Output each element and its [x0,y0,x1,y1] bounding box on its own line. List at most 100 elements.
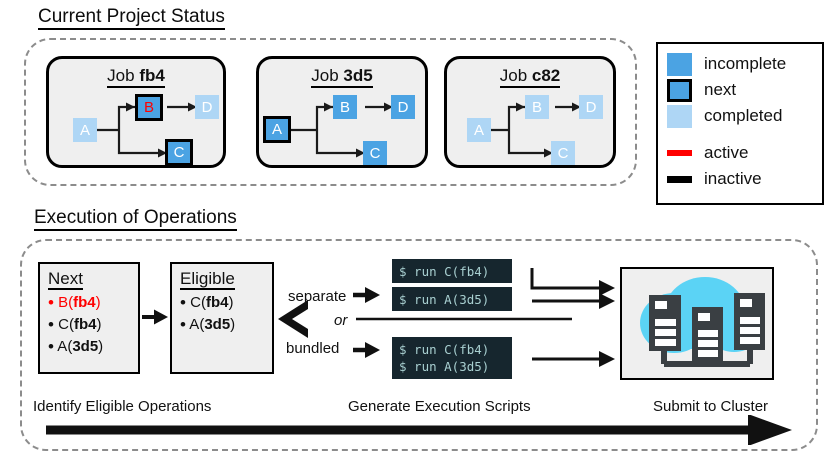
job-card-c82[interactable]: Job c82 A B C D [444,56,616,168]
node-label: A [473,121,484,139]
job-fb4-node-C[interactable]: C [165,139,193,166]
eligible-list-item[interactable]: • A(3d5) [180,315,272,334]
paren-open: ( [67,338,73,355]
node-label: A [271,121,282,138]
job-title-fb4: Job fb4 [107,66,165,88]
branch-label-separate: separate [288,288,347,305]
bullet-icon: • [48,315,54,334]
bullet-icon: • [180,293,186,312]
node-label: C [173,144,185,161]
job-id: fb4 [205,294,229,311]
job-id: fb4 [73,316,97,333]
job-c82-node-A[interactable]: A [467,118,491,142]
op-name: B [58,294,69,311]
active-line-icon [667,150,692,156]
node-label: B [531,98,542,116]
node-label: D [201,98,213,116]
inactive-line-icon [667,175,692,183]
op-name: A [189,316,200,333]
branch-label-or: or [334,312,348,329]
job-c82-edges [491,102,581,158]
cluster-panel[interactable] [620,267,774,380]
job-fb4-edges [94,102,197,158]
job-card-fb4[interactable]: Job fb4 A B C D [46,56,226,168]
job-id: fb4 [73,294,96,311]
op-name: C [190,294,201,311]
node-label: B [339,98,350,116]
paren-open: ( [200,294,206,311]
paren-open: ( [199,316,205,333]
script-line: $ run A(3d5) [399,291,490,307]
job-label-prefix: Job [499,66,532,85]
job-id: 3d5 [204,316,231,333]
legend-row-inactive: inactive [658,166,822,192]
next-list-item[interactable]: • A(3d5) [48,337,138,356]
legend-row-completed: completed [658,103,822,129]
node-label: D [397,98,409,116]
script-line: $ run C(fb4) [399,263,490,279]
branch-label-bundled: bundled [286,340,340,357]
legend-row-next: next [658,77,822,103]
legend-label: inactive [704,169,762,188]
job-fb4-node-D[interactable]: D [195,95,219,119]
node-label: D [585,98,597,116]
job-label-prefix: Job [107,66,140,85]
job-title-c82: Job c82 [499,66,561,88]
eligible-panel-heading: Eligible [180,269,235,290]
section-title-project-status: Current Project Status [38,6,225,30]
branch-fork-icon [278,300,308,338]
next-list-item[interactable]: • C(fb4) [48,315,138,334]
next-panel-heading: Next [48,269,83,290]
job-fb4-node-B[interactable]: B [135,94,163,121]
job-fb4-node-A[interactable]: A [73,118,97,142]
op-name: A [57,338,68,355]
legend-row-incomplete: incomplete [658,51,822,77]
next-list-item[interactable]: • B(fb4) [48,293,138,312]
node-label: B [143,99,154,116]
legend: incomplete next completed active inactiv… [656,42,824,205]
legend-label: next [704,80,737,99]
legend-label: completed [704,106,783,125]
project-status-container [24,38,637,186]
paren-open: ( [68,316,74,333]
script-box-separate-2[interactable]: $ run A(3d5) [392,287,512,311]
section-title-execution: Execution of Operations [34,207,237,231]
node-label: C [557,144,569,162]
job-c82-node-D[interactable]: D [579,95,603,119]
paren-close: ) [96,316,102,333]
cloud-cluster-icon [640,277,765,367]
job-title-3d5: Job 3d5 [311,66,373,88]
stage-caption-submit: Submit to Cluster [653,398,769,415]
node-label: C [369,144,381,162]
job-card-3d5[interactable]: Job 3d5 A B C D [256,56,428,168]
completed-swatch-icon [667,104,692,128]
job-c82-node-B[interactable]: B [525,95,549,119]
paren-close: ) [230,316,236,333]
eligible-list-item[interactable]: • C(fb4) [180,293,272,312]
arrow-next-to-eligible [142,309,168,325]
job-3d5-node-D[interactable]: D [391,95,415,119]
stage-caption-generate: Generate Execution Scripts [348,398,531,415]
paren-open: ( [68,294,74,311]
paren-close: ) [228,294,234,311]
script-box-bundled[interactable]: $ run C(fb4) $ run A(3d5) [392,337,512,379]
workflow-direction-arrow [46,415,792,445]
job-id: fb4 [139,66,165,85]
job-c82-node-C[interactable]: C [551,141,575,165]
next-panel[interactable]: Next • B(fb4) • C(fb4) • A(3d5) [38,262,140,374]
next-swatch-icon [667,78,692,102]
eligible-panel[interactable]: Eligible • C(fb4) • A(3d5) [170,262,274,374]
script-box-separate-1[interactable]: $ run C(fb4) [392,259,512,283]
legend-row-active: active [658,140,822,166]
paren-close: ) [95,294,101,311]
bullet-icon: • [48,337,54,356]
legend-label: active [704,143,749,162]
incomplete-swatch-icon [667,52,692,76]
bullet-icon: • [180,315,186,334]
bullet-icon: • [48,293,54,312]
job-3d5-node-B[interactable]: B [333,95,357,119]
script-line: $ run A(3d5) [399,359,490,374]
job-3d5-node-C[interactable]: C [363,141,387,165]
job-3d5-node-A[interactable]: A [263,116,291,143]
execution-container [20,239,818,451]
